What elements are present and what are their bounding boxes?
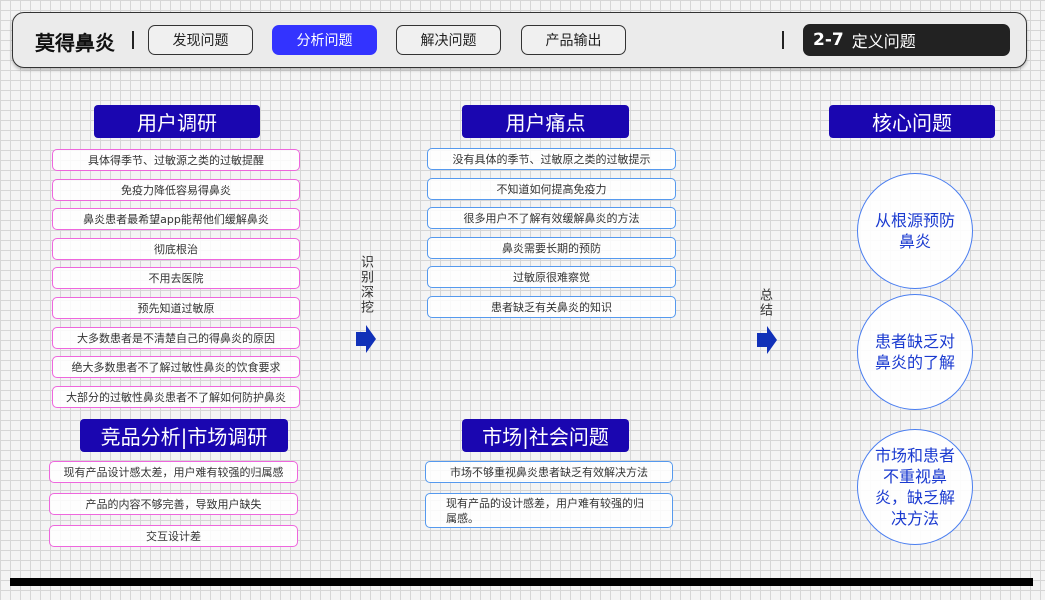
pain-points-item: 很多用户不了解有效缓解鼻炎的方法 (427, 207, 676, 229)
page-title: 定义问题 (851, 32, 916, 51)
tab-output[interactable]: 产品输出 (521, 25, 626, 55)
page-number: 2-7 (813, 30, 844, 50)
user-research-item: 鼻炎患者最希望app能帮他们缓解鼻炎 (52, 208, 300, 231)
arrow-right-icon (757, 326, 777, 354)
core-problem-circle: 从根源预防鼻炎 (857, 173, 973, 289)
flow-label-dig: 识别深挖 (358, 255, 373, 315)
market-item: 市场不够重视鼻炎患者缺乏有效解决方法 (425, 461, 673, 483)
user-research-item: 大多数患者是不清楚自己的得鼻炎的原因 (52, 326, 300, 349)
divider (132, 31, 134, 49)
pain-points-item: 没有具体的季节、过敏原之类的过敏提示 (427, 148, 676, 170)
user-research-item: 预先知道过敏原 (52, 297, 300, 319)
pain-points-item: 患者缺乏有关鼻炎的知识 (427, 295, 676, 318)
user-research-item: 不用去医院 (52, 267, 300, 290)
section-market: 市场|社会问题 (462, 419, 629, 452)
user-research-item: 彻底根治 (52, 237, 300, 260)
user-research-item: 具体得季节、过敏源之类的过敏提醒 (52, 149, 300, 171)
competitor-item: 产品的内容不够完善，导致用户缺失 (49, 493, 298, 515)
core-problem-circle: 患者缺乏对鼻炎的了解 (857, 294, 973, 410)
pain-points-item: 鼻炎需要长期的预防 (427, 236, 676, 259)
tab-analyze[interactable]: 分析问题 (272, 25, 377, 55)
core-problem-circle: 市场和患者不重视鼻炎，缺乏解决方法 (857, 429, 973, 545)
arrow-right-icon (356, 325, 376, 353)
flow-label-summary: 总结 (757, 288, 772, 318)
bottom-bar (10, 578, 1033, 586)
tab-solve[interactable]: 解决问题 (396, 25, 501, 55)
market-item: 现有产品的设计感差，用户难有较强的归属感。 (425, 493, 673, 528)
brand-title: 莫得鼻炎 (35, 31, 115, 55)
pain-points-item: 过敏原很难察觉 (427, 266, 676, 288)
page-indicator: 2-7 定义问题 (803, 24, 1010, 56)
section-competitor: 竞品分析|市场调研 (80, 419, 288, 452)
section-user-research: 用户调研 (94, 105, 260, 138)
section-pain-points: 用户痛点 (462, 105, 629, 138)
divider (782, 31, 784, 49)
section-core: 核心问题 (829, 105, 995, 138)
user-research-item: 绝大多数患者不了解过敏性鼻炎的饮食要求 (52, 356, 300, 379)
user-research-item: 大部分的过敏性鼻炎患者不了解如何防护鼻炎 (52, 385, 300, 408)
competitor-item: 交互设计差 (49, 525, 298, 547)
pain-points-item: 不知道如何提高免疫力 (427, 177, 676, 200)
tab-discover[interactable]: 发现问题 (148, 25, 253, 55)
competitor-item: 现有产品设计感太差，用户难有较强的归属感 (49, 461, 298, 483)
user-research-item: 免疫力降低容易得鼻炎 (52, 178, 300, 201)
